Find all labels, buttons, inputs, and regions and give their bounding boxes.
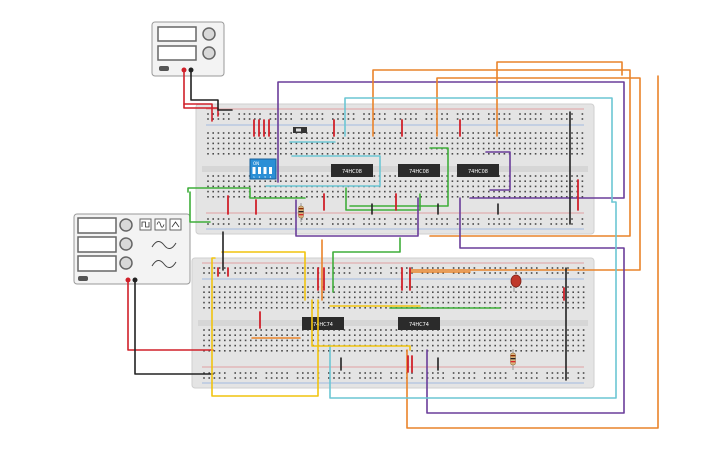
frequency-knob[interactable] (119, 218, 133, 232)
dip-switch-toggle-1[interactable] (252, 167, 256, 174)
chip-u5[interactable]: 74HC74 (398, 317, 440, 330)
dc-power-supply[interactable] (151, 21, 225, 77)
power-black-lead[interactable] (190, 69, 233, 111)
voltage-knob[interactable] (202, 27, 216, 41)
dip-switch-toggle-3[interactable] (263, 167, 267, 174)
center-channel (202, 166, 588, 172)
yellow-wire-3[interactable] (311, 299, 411, 351)
green-wire-4[interactable] (349, 147, 449, 207)
chip-body (457, 164, 499, 177)
breadboard-top[interactable] (195, 103, 595, 235)
chip-body (331, 164, 373, 177)
offset-display (77, 255, 117, 272)
breadboards (191, 103, 595, 389)
slide-switch-knob[interactable] (296, 128, 301, 132)
chip-u1[interactable]: 74HC08 (331, 164, 373, 177)
power-red-lead[interactable] (183, 69, 219, 117)
purple-loop-wire[interactable] (277, 81, 625, 199)
resistor-r2[interactable] (510, 349, 516, 370)
yellow-wire-2[interactable] (221, 251, 306, 301)
chip-u4[interactable]: 74HC74 (302, 317, 344, 330)
orange-long-wire[interactable] (406, 75, 659, 429)
generator-black-lead[interactable] (134, 279, 214, 375)
dip-switch-position-2: 2 (259, 175, 261, 179)
breadboard-bottom[interactable] (191, 257, 595, 389)
chip-label: 74HC74 (313, 322, 333, 328)
resistor-r1[interactable] (298, 203, 304, 222)
green-wire-2[interactable] (189, 191, 211, 223)
chip-body (398, 164, 440, 177)
purple-long-wire[interactable] (426, 197, 625, 414)
amplitude-display (77, 236, 117, 253)
cyan-long-wire[interactable] (329, 201, 617, 399)
green-wire-3[interactable] (345, 187, 421, 211)
chip-u3[interactable]: 74HC08 (457, 164, 499, 177)
waveform-offset-icon (151, 260, 177, 268)
dip-switch[interactable]: ON 1 2 3 4 (249, 158, 277, 180)
chip-body (398, 317, 440, 330)
generator-red-lead[interactable] (127, 279, 214, 351)
amplitude-knob[interactable] (119, 237, 133, 251)
orange-loop-wire-1[interactable] (372, 69, 631, 237)
dip-switch-label: ON (253, 161, 259, 166)
wires[interactable] (127, 61, 659, 429)
triangle-wave-icon (171, 221, 180, 228)
breadboard-holes (207, 113, 584, 225)
current-display (157, 45, 197, 61)
dip-switch-position-4: 4 (270, 175, 272, 179)
square-wave-icon (141, 221, 150, 228)
current-knob[interactable] (202, 46, 216, 60)
yellow-wire-1[interactable] (211, 257, 319, 397)
sine-wave-icon (156, 221, 165, 228)
green-wire-5[interactable] (332, 237, 401, 293)
chip-label: 74HC08 (409, 169, 429, 175)
orange-loop-wire-3[interactable] (496, 61, 623, 137)
purple-short-wire-2[interactable] (295, 197, 419, 237)
dip-switch-position-1: 1 (253, 175, 255, 179)
frequency-display (77, 217, 117, 234)
power-switch[interactable] (159, 66, 169, 71)
cyan-loop-wire[interactable] (344, 97, 613, 203)
triangle-wave-button[interactable] (169, 218, 182, 231)
dip-switch-toggle-2[interactable] (258, 167, 261, 174)
center-channel (198, 320, 588, 326)
cyan-short-wire-2[interactable] (265, 155, 381, 187)
dip-switch-position-3: 3 (264, 175, 266, 179)
purple-short-wire-1[interactable] (485, 151, 511, 191)
function-generator[interactable] (73, 213, 191, 285)
chip-label: 74HC08 (342, 169, 362, 175)
offset-knob[interactable] (119, 256, 133, 270)
power-red-jumper[interactable] (183, 103, 213, 122)
led[interactable] (510, 274, 522, 292)
dip-switch-toggle-4[interactable] (269, 167, 272, 174)
generator-power-switch[interactable] (78, 276, 88, 281)
chip-label: 74HC74 (409, 322, 429, 328)
voltage-display (157, 26, 197, 42)
green-wire-1[interactable] (187, 187, 306, 199)
waveform-icon (151, 241, 177, 249)
chip-u2[interactable]: 74HC08 (398, 164, 440, 177)
chip-label: 74HC08 (468, 169, 488, 175)
